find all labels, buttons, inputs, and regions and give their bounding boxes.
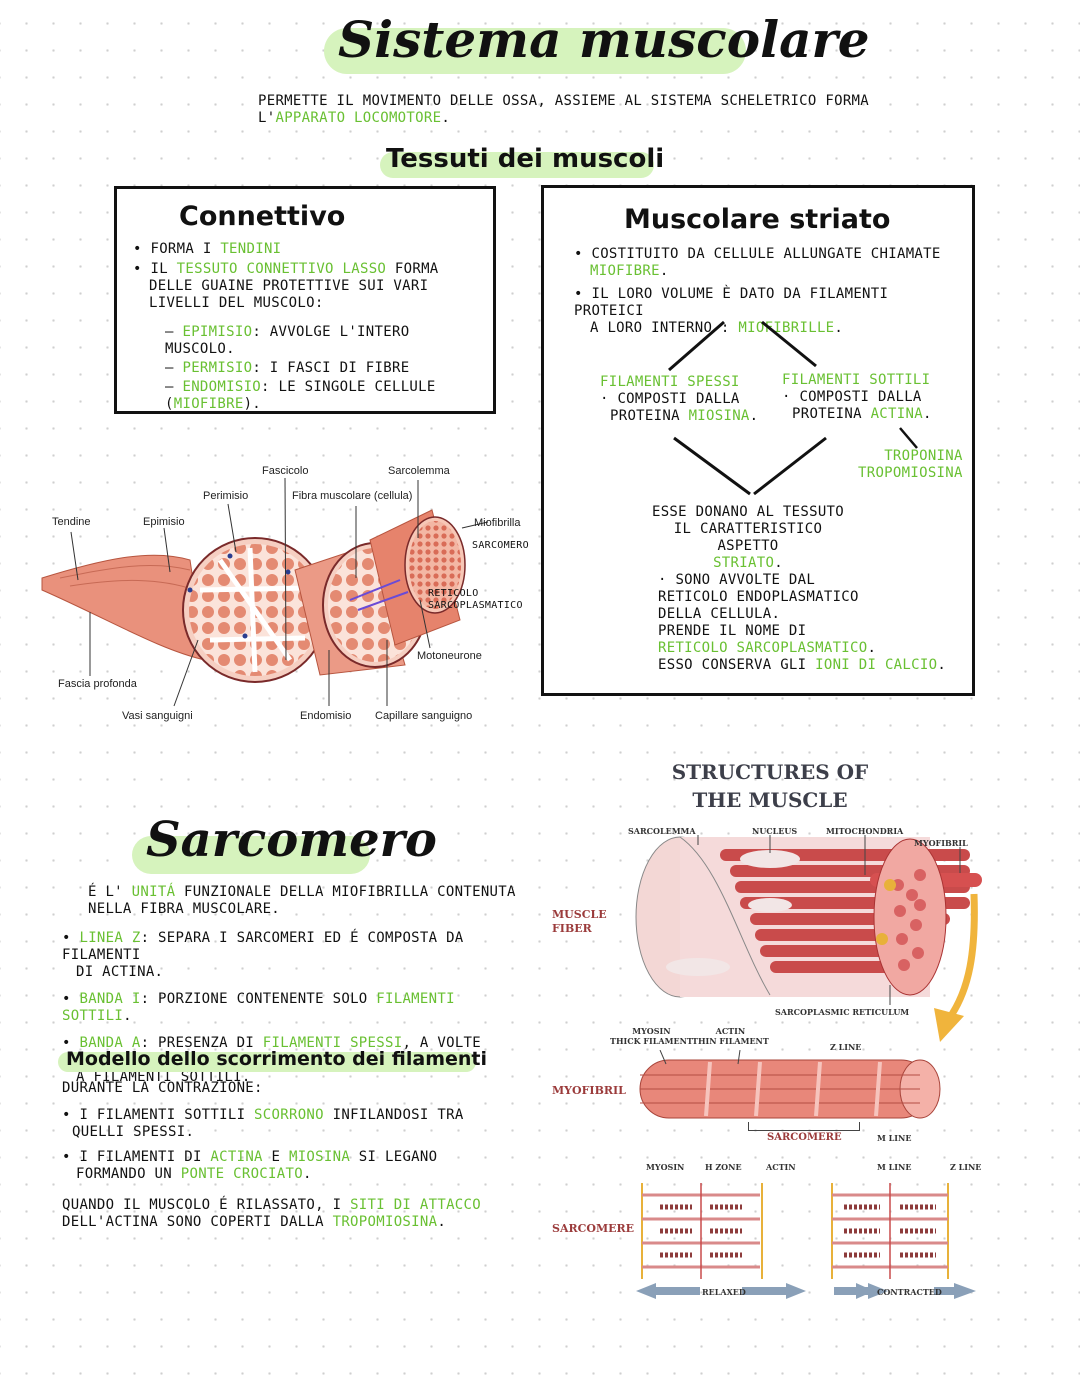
thin-filaments: FILAMENTI SOTTILI · COMPOSTI DALLA PROTE… bbox=[782, 372, 932, 422]
label-mline: M LINE bbox=[877, 1162, 912, 1172]
label-sarcomere-side: SARCOMERE bbox=[552, 1222, 635, 1235]
intro-text: PERMETTE IL MOVIMENTO DELLE OSSA, ASSIEM… bbox=[258, 93, 870, 126]
label-mitochondria: MITOCHONDRIA bbox=[826, 826, 904, 836]
muscle-fiber-illustration bbox=[635, 835, 982, 1005]
label-fibra: Fibra muscolare (cellula) bbox=[292, 490, 413, 502]
label-vasi: Vasi sanguigni bbox=[122, 710, 193, 722]
sarcomero-title-highlight bbox=[132, 836, 370, 874]
label-miofibrilla: Miofibrilla bbox=[474, 517, 521, 529]
striato-bullets: • COSTITUITO DA CELLULE ALLUNGATE CHIAMA… bbox=[574, 246, 941, 336]
label-nucleus: NUCLEUS bbox=[752, 826, 798, 836]
model-text: DURANTE LA CONTRAZIONE: • I FILAMENTI SO… bbox=[62, 1080, 481, 1230]
connettivo-text: • FORMA I TENDINI • IL TESSUTO CONNETTIV… bbox=[133, 241, 439, 412]
thick-filaments: FILAMENTI SPESSI · COMPOSTI DALLA PROTEI… bbox=[600, 374, 759, 424]
striato-box: Muscolare striato • COSTITUITO DA CELLUL… bbox=[541, 185, 975, 696]
label-myosin-thick: MYOSIN THICK FILAMENT bbox=[610, 1026, 693, 1046]
label-epimisio: Epimisio bbox=[143, 516, 185, 528]
connettivo-title: Connettivo bbox=[179, 201, 346, 232]
label-sarcolemma-en: SARCOLEMMA bbox=[628, 826, 696, 836]
tissues-heading-highlight bbox=[380, 152, 654, 178]
label-sarcomere-brace: SARCOMERE bbox=[767, 1132, 842, 1143]
label-muscle-fiber: MUSCLE FIBER bbox=[552, 908, 607, 935]
label-reticolo-hand: RETICOLO SARCOPLASMATICO bbox=[428, 588, 523, 611]
label-perimisio: Perimisio bbox=[203, 490, 249, 502]
reticolo-text: · SONO AVVOLTE DAL RETICOLO ENDOPLASMATI… bbox=[658, 572, 947, 673]
model-title-highlight bbox=[58, 1052, 476, 1072]
striated-aspect: ESSE DONANO AL TESSUTO IL CARATTERISTICO… bbox=[651, 504, 845, 571]
label-endomisio: Endomisio bbox=[300, 710, 352, 722]
page-title: Sistema muscolare bbox=[338, 10, 870, 69]
label-contracted: CONTRACTED bbox=[877, 1287, 942, 1297]
label-sarcomero-hand: SARCOMERO bbox=[472, 540, 529, 551]
sarcomere-brace bbox=[748, 1122, 860, 1131]
sarcomere-illustration bbox=[636, 1183, 976, 1299]
sarcomero-title: Sarcomero bbox=[146, 812, 437, 868]
connettivo-box: Connettivo • FORMA I TENDINI • IL TESSUT… bbox=[114, 186, 496, 414]
label-fascicolo: Fascicolo bbox=[262, 465, 309, 477]
model-title: Modello dello scorrimento dei filamenti bbox=[66, 1048, 487, 1070]
label-relaxed: RELAXED bbox=[702, 1287, 746, 1297]
structures-title: STRUCTURES OF THE MUSCLE bbox=[671, 760, 869, 812]
striato-title: Muscolare striato bbox=[624, 204, 891, 235]
label-capillare: Capillare sanguigno bbox=[375, 710, 473, 722]
label-myosin: MYOSIN bbox=[646, 1162, 685, 1172]
tropo-labels: TROPONINA TROPOMIOSINA bbox=[858, 448, 963, 481]
muscle-anatomy-illustration bbox=[41, 477, 489, 707]
filament-diagram-lines bbox=[668, 320, 918, 496]
sarcomero-definition: É L' UNITÁ FUNZIONALE DELLA MIOFIBRILLA … bbox=[88, 884, 516, 917]
label-actin-thin: ACTIN THIN FILAMENT bbox=[692, 1026, 769, 1046]
label-mline-mid: M LINE bbox=[877, 1133, 912, 1143]
title-highlight bbox=[324, 28, 746, 74]
orange-arrow bbox=[934, 893, 978, 1042]
label-hzone: H ZONE bbox=[705, 1162, 742, 1172]
label-myofibril: MYOFIBRIL bbox=[552, 1084, 626, 1097]
label-actin: ACTIN bbox=[766, 1162, 796, 1172]
myofibril-illustration bbox=[639, 1050, 941, 1119]
label-zline: Z LINE bbox=[950, 1162, 982, 1172]
label-motoneurone: Motoneurone bbox=[417, 650, 482, 662]
label-fascia: Fascia profonda bbox=[58, 678, 137, 690]
tissues-heading: Tessuti dei muscoli bbox=[386, 144, 665, 174]
label-tendine: Tendine bbox=[52, 516, 91, 528]
label-sarcolemma: Sarcolemma bbox=[388, 465, 450, 477]
label-zline-top: Z LINE bbox=[830, 1042, 862, 1052]
label-sarcoplasmic: SARCOPLASMIC RETICULUM bbox=[775, 1007, 910, 1017]
label-myofibril-top: MYOFIBRIL bbox=[914, 838, 968, 848]
